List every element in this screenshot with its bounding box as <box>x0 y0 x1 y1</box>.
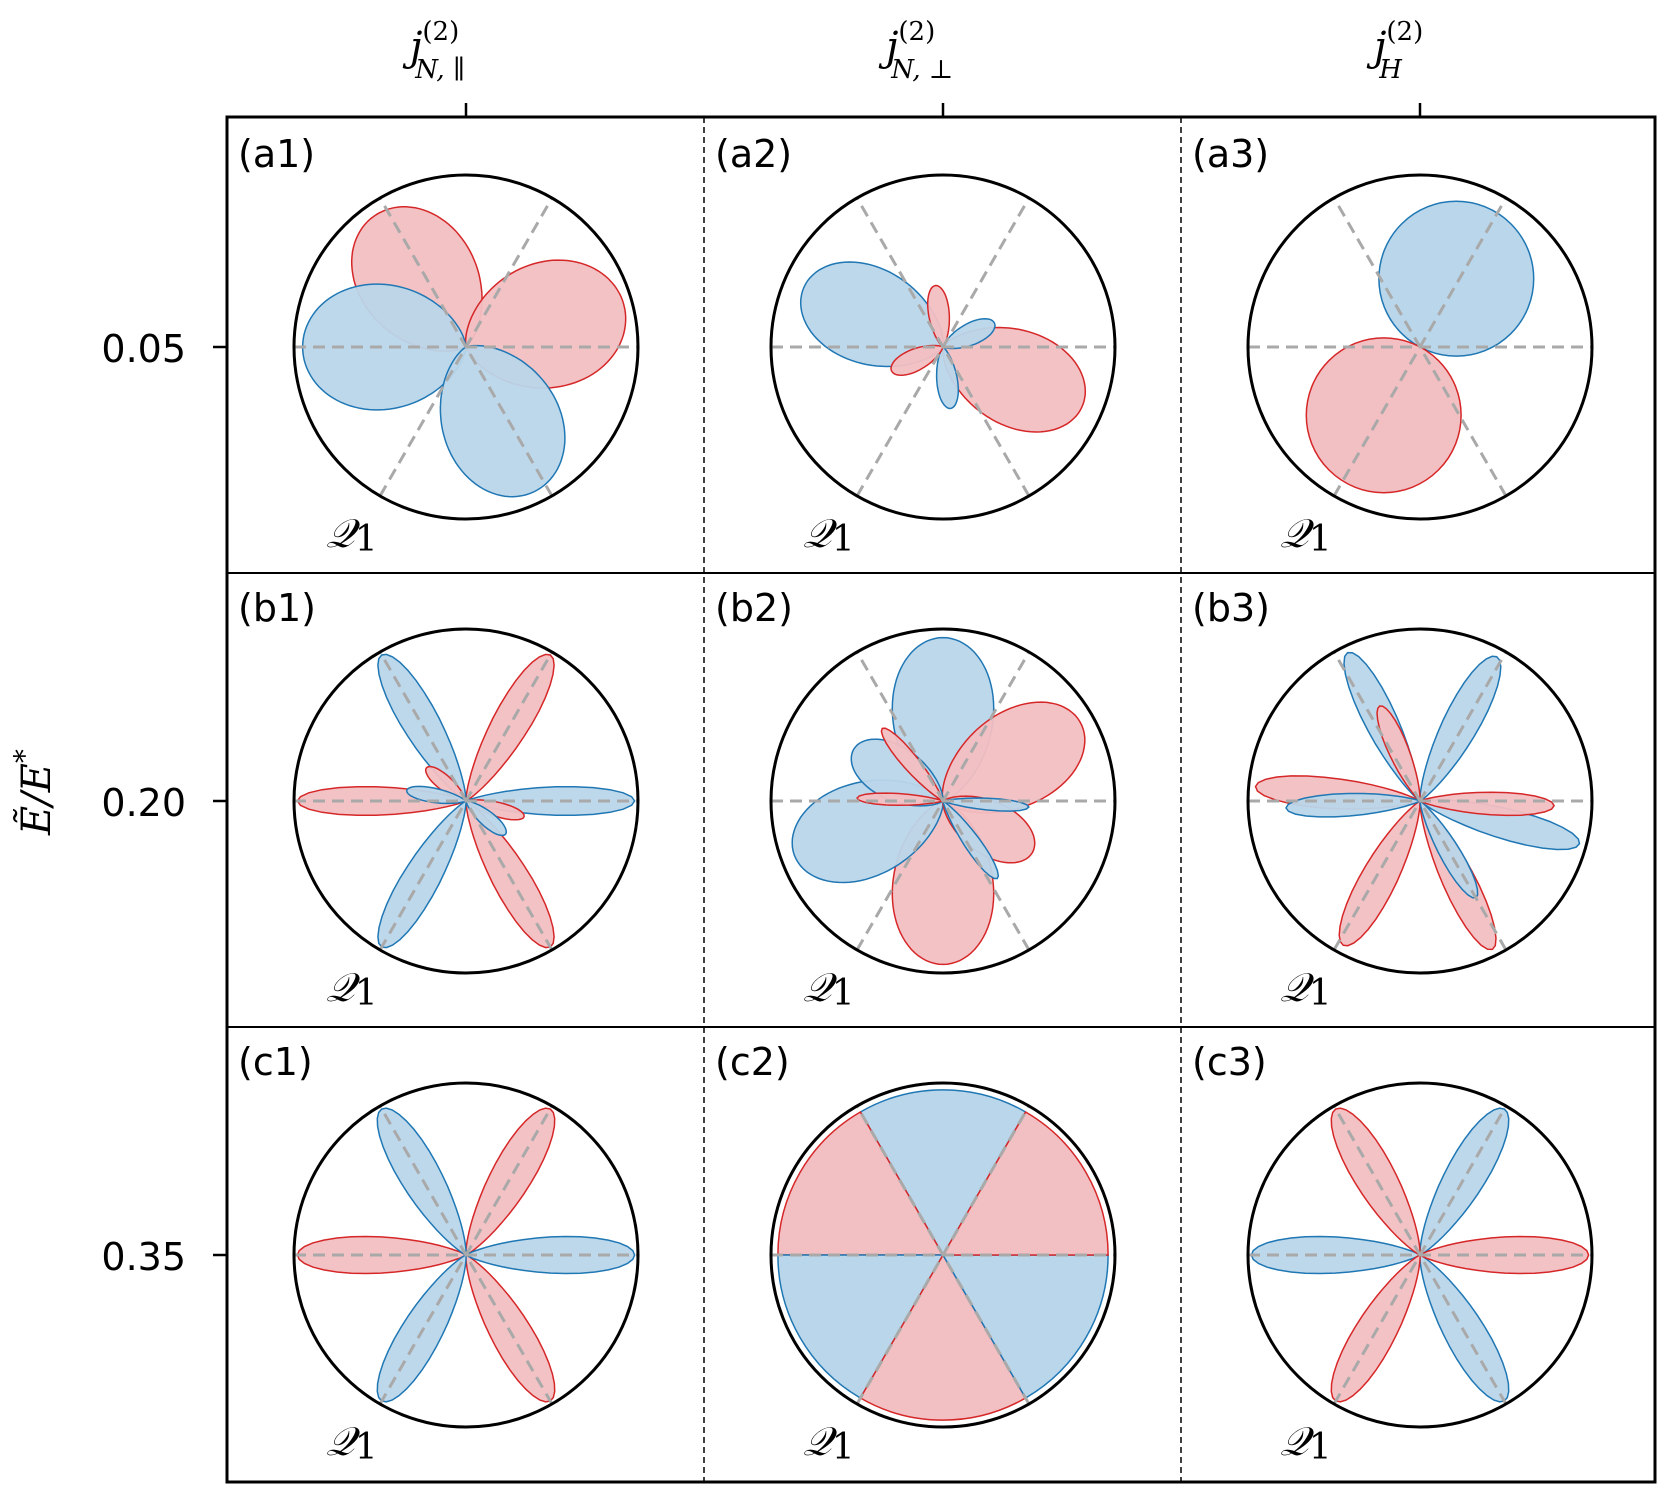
lobe-b3-1 <box>1338 800 1421 947</box>
lobe-a3-0 <box>1378 200 1535 357</box>
wedge-c2-2 <box>777 1254 945 1400</box>
wedge-c2-3 <box>859 1253 1027 1421</box>
wedge-c2-1 <box>777 1110 945 1256</box>
corner-label-a2: 𝒬1 <box>803 511 855 560</box>
grid-frame <box>213 103 1657 1484</box>
polar-boundary-b3 <box>1246 627 1594 975</box>
lobe-b3-8 <box>1285 792 1422 818</box>
guide-line-a1-2 <box>378 197 554 497</box>
panel-label-c1: (c1) <box>238 1040 313 1084</box>
column-header-3: j(2)H <box>1366 17 1423 85</box>
polar-panel-a1: (a1) 𝒬1 <box>238 132 640 560</box>
lobe-b1-2 <box>465 800 555 949</box>
panel-label-a3: (a3) <box>1192 132 1269 176</box>
lobe-c3-2 <box>1419 1254 1510 1403</box>
guide-line-b1-2 <box>378 651 554 951</box>
polar-panel-c1: (c1) 𝒬1 <box>238 1040 640 1468</box>
panel-label-a2: (a2) <box>715 132 792 176</box>
guide-line-a3-2 <box>1332 197 1508 497</box>
lobe-a3-1 <box>1305 337 1462 494</box>
polar-panel-a2: (a2) 𝒬1 <box>715 132 1117 560</box>
corner-label-c1: 𝒬1 <box>326 1419 378 1468</box>
polar-boundary-a2 <box>769 173 1117 521</box>
lobe-b1-8 <box>405 785 468 805</box>
panel-label-b2: (b2) <box>715 586 793 630</box>
polar-boundary-c1 <box>292 1081 640 1429</box>
corner-label-b1: 𝒬1 <box>326 965 378 1014</box>
corner-label-c2: 𝒬1 <box>803 1419 855 1468</box>
row-tick-labels: 0.05 0.20 0.35 <box>101 327 186 1279</box>
y-axis-label: Ẽ/E* <box>8 749 60 836</box>
guide-line-c2-2 <box>855 1105 1031 1405</box>
polar-panel-b2: (b2) 𝒬1 <box>715 586 1117 1014</box>
polar-boundary-c3 <box>1246 1081 1594 1429</box>
panel-label-b1: (b1) <box>238 586 316 630</box>
corner-label-c3: 𝒬1 <box>1280 1419 1332 1468</box>
lobe-a2-5 <box>890 344 944 377</box>
column-header-2: j(2)N, ⊥ <box>878 17 953 85</box>
polar-panel-c2: (c2) 𝒬1 <box>715 1040 1117 1468</box>
panel-label-a1: (a1) <box>238 132 315 176</box>
guide-line-b2-2 <box>855 651 1031 951</box>
polar-boundary-b1 <box>292 627 640 975</box>
polar-panel-a3: (a3) 𝒬1 <box>1192 132 1594 560</box>
guide-line-a2-2 <box>855 197 1031 497</box>
guide-line-c1-2 <box>378 1105 554 1405</box>
polar-panel-b3: (b3) 𝒬1 <box>1192 586 1594 1014</box>
panel-label-c3: (c3) <box>1192 1040 1267 1084</box>
row-tick-label-3: 0.35 <box>101 1235 186 1279</box>
corner-label-b2: 𝒬1 <box>803 965 855 1014</box>
lobe-c1-2 <box>465 1254 556 1403</box>
polar-boundary-c2 <box>769 1081 1117 1429</box>
polar-boundary-a3 <box>1246 173 1594 521</box>
wedge-c2-0 <box>859 1089 1027 1257</box>
wedge-c2-5 <box>941 1110 1109 1256</box>
polar-panels: (a1)𝒬1(a2)𝒬1(a3)𝒬1(b1)𝒬1(b2)𝒬1(b3)𝒬1(c1)… <box>238 132 1594 1468</box>
wedge-c2-4 <box>941 1254 1109 1400</box>
polar-boundary-a1 <box>292 173 640 521</box>
guide-line-c3-2 <box>1332 1105 1508 1405</box>
lobe-b1-5 <box>377 800 467 949</box>
lobe-b2-5 <box>942 795 1036 864</box>
corner-label-a1: 𝒬1 <box>326 511 378 560</box>
column-header-1: j(2)N, ∥ <box>402 17 465 85</box>
lobe-c1-5 <box>376 1254 467 1403</box>
column-headers: j(2)N, ∥ j(2)N, ⊥ j(2)H <box>402 17 1423 85</box>
polar-panel-b1: (b1) 𝒬1 <box>238 586 640 1014</box>
panel-label-b3: (b3) <box>1192 586 1270 630</box>
lobe-a1-3 <box>439 344 566 498</box>
polar-boundary-b2 <box>769 627 1117 975</box>
lobe-c3-5 <box>1330 1254 1421 1403</box>
lobe-b2-8 <box>856 792 944 807</box>
guide-line-b3-2 <box>1332 651 1508 951</box>
lobe-b2-4 <box>850 738 944 807</box>
panel-label-c2: (c2) <box>715 1040 790 1084</box>
corner-label-a3: 𝒬1 <box>1280 511 1332 560</box>
polar-panel-c3: (c3) 𝒬1 <box>1192 1040 1594 1468</box>
outer-frame <box>225 115 1657 1484</box>
row-tick-label-2: 0.20 <box>101 781 186 825</box>
corner-label-b3: 𝒬1 <box>1280 965 1332 1014</box>
row-tick-label-1: 0.05 <box>101 327 186 371</box>
